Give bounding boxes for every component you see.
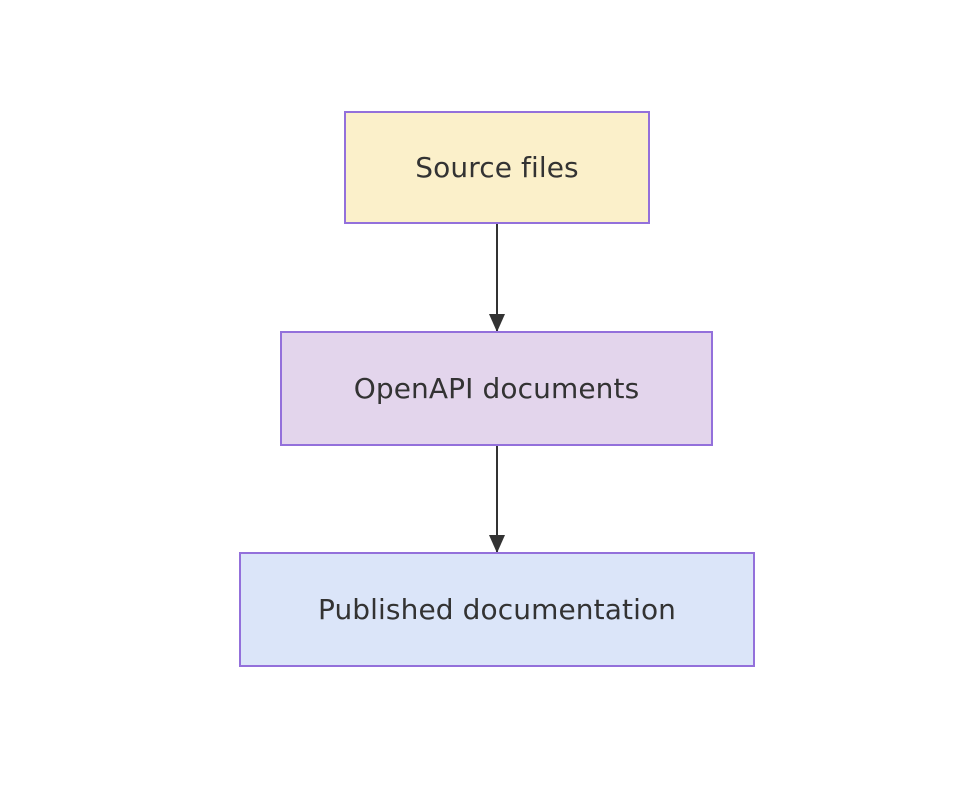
node-published-documentation[interactable]: Published documentation [239,552,755,667]
node-published-documentation-label: Published documentation [317,592,677,626]
node-source-files-label: Source files [415,150,579,184]
node-openapi-documents[interactable]: OpenAPI documents [280,331,713,446]
node-openapi-documents-label: OpenAPI documents [353,371,640,405]
node-source-files[interactable]: Source files [344,111,650,224]
